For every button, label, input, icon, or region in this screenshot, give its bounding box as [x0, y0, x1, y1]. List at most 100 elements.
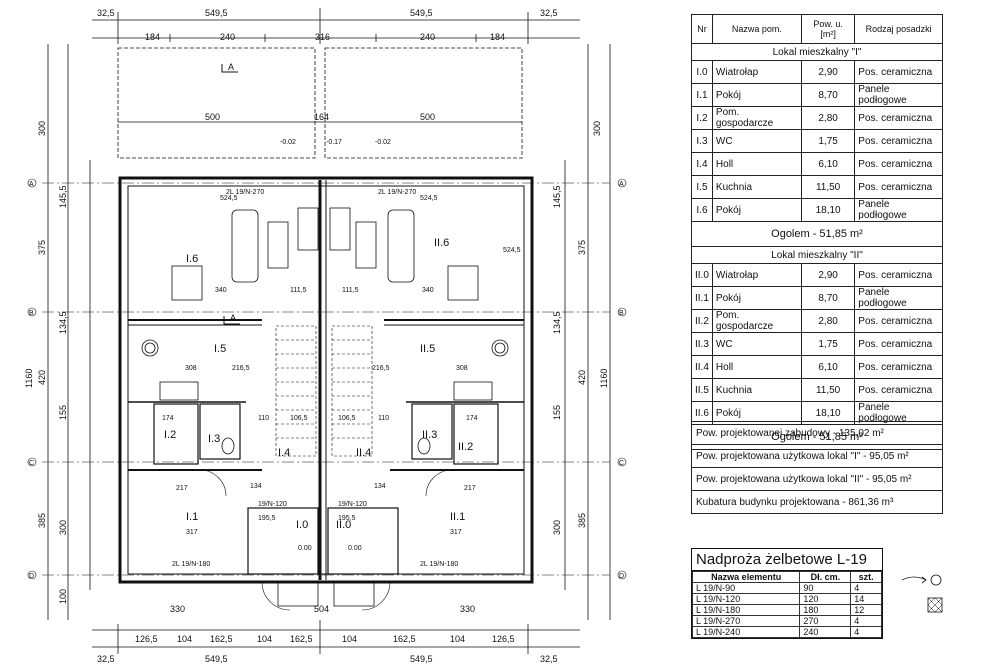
room-nr: II.0 — [691, 263, 713, 287]
ventilation-hatch-icon — [927, 597, 943, 613]
level-mark: 0.00 — [348, 545, 362, 552]
dim-right: 155 — [552, 405, 562, 420]
grid-mark: A — [619, 181, 624, 188]
summary-line: Pow. projektowana użytkowa lokal "I" - 9… — [691, 444, 943, 468]
room-floor: Pos. ceramiczna — [854, 106, 943, 130]
grid-mark: D — [29, 573, 34, 580]
room-area: 11,50 — [800, 378, 856, 402]
col-header: Nazwa elementu — [691, 571, 801, 583]
dim-interior: 216,5 — [232, 365, 250, 372]
dim-left: 300 — [37, 121, 47, 136]
lintel-label: 2L 19/N-270 — [226, 189, 264, 196]
lintel-label: 2L 19/N-180 — [172, 561, 210, 568]
dim-interior: 134 — [250, 483, 262, 490]
room-schedule-table: Nr Nazwa pom. Pow. u. [m²] Rodzaj posadz… — [691, 14, 943, 450]
room-label: I.0 — [296, 519, 308, 531]
room-nr: I.0 — [691, 60, 713, 84]
lintel-name: L 19/N-90 — [691, 582, 801, 594]
col-header: Pow. u. [m²] — [800, 14, 856, 44]
grid-mark: A — [29, 181, 34, 188]
col-header: Nazwa pom. — [711, 14, 802, 44]
room-nr: II.4 — [691, 355, 713, 379]
grid-mark: C — [29, 460, 34, 467]
dim-top-outer: 32,5 — [540, 8, 558, 18]
lintel-length: 120 — [799, 593, 852, 605]
dim-interior: 216,5 — [372, 365, 390, 372]
lintel-label: 2L 19/N-180 — [420, 561, 458, 568]
dim-interior: 524,5 — [503, 247, 521, 254]
dim-total-height-left: 1160 — [24, 369, 34, 388]
dim-right: 385 — [577, 513, 587, 528]
room-area: 2,90 — [800, 60, 856, 84]
dim-top-inner: 240 — [420, 32, 435, 42]
dim-interior: 217 — [176, 485, 188, 492]
section-marker: A A — [221, 62, 240, 325]
dim-right: 300 — [552, 520, 562, 535]
dim-right: 420 — [577, 370, 587, 385]
dim-interior: 195,5 — [338, 515, 356, 522]
dim-interior: 111,5 — [290, 287, 307, 294]
dim-bottom-outer: 32,5 — [97, 654, 115, 664]
room-area: 8,70 — [800, 83, 856, 107]
room-name: Wiatrołap — [711, 60, 802, 84]
room-floor: Panele podłogowe — [854, 198, 943, 222]
dim-top-outer: 549,5 — [410, 8, 433, 18]
lintel-name: L 19/N-120 — [691, 593, 801, 605]
dim-interior: 317 — [186, 529, 198, 536]
lintel-title: Nadproża żelbetowe L-19 — [692, 549, 882, 571]
room-label: II.4 — [356, 447, 371, 459]
dim-left: 134,5 — [58, 311, 68, 334]
dim-bottom-mid: 330 — [460, 604, 475, 614]
room-nr: I.1 — [691, 83, 713, 107]
room-floor: Pos. ceramiczna — [854, 263, 943, 287]
dim-bottom-inner: 104 — [177, 634, 192, 644]
dim-bottom-inner: 126,5 — [135, 634, 158, 644]
dim-left: 375 — [37, 240, 47, 255]
dim-top-inner: 316 — [315, 32, 330, 42]
room-floor: Pos. ceramiczna — [854, 129, 943, 153]
dim-interior: 106,5 — [290, 415, 308, 422]
dim-interior: 110 — [258, 415, 269, 422]
dim-interior: 340 — [422, 287, 434, 294]
dim-bottom-inner: 104 — [257, 634, 272, 644]
room-label: II.3 — [422, 429, 437, 441]
room-name: Holl — [711, 355, 802, 379]
room-area: 6,10 — [800, 152, 856, 176]
dim-right: 375 — [577, 240, 587, 255]
dim-right: 145,5 — [552, 185, 562, 208]
lintel-name: L 19/N-270 — [691, 615, 801, 627]
lintel-name: L 19/N-180 — [691, 604, 801, 616]
level-mark: -0.17 — [326, 139, 342, 146]
col-header: Nr — [691, 14, 713, 44]
dim-top-inner: 184 — [145, 32, 160, 42]
room-floor: Panele podłogowe — [854, 286, 943, 310]
dim-right: 134,5 — [552, 311, 562, 334]
dim-top-inner: 240 — [220, 32, 235, 42]
col-header: Rodzaj posadzki — [854, 14, 943, 44]
lintel-qty: 12 — [850, 604, 882, 616]
room-nr: I.2 — [691, 106, 713, 130]
dim-left: 155 — [58, 405, 68, 420]
summary-line: Pow. projektowana użytkowa lokal "II" - … — [691, 467, 943, 491]
dim-bottom-inner: 104 — [450, 634, 465, 644]
room-nr: II.2 — [691, 309, 713, 333]
dim-interior: 317 — [450, 529, 462, 536]
dim-interior: 111,5 — [342, 287, 359, 294]
section-title: Lokal mieszkalny "II" — [691, 246, 943, 264]
room-area: 1,75 — [800, 332, 856, 356]
floor-plan-drawing: 32,5 549,5 549,5 32,5 184 240 316 240 18… — [24, 8, 627, 664]
room-name: WC — [711, 129, 802, 153]
room-nr: I.5 — [691, 175, 713, 199]
room-label: II.2 — [458, 441, 473, 453]
room-label: II.6 — [434, 237, 449, 249]
lintel-length: 270 — [799, 615, 852, 627]
room-area: 1,75 — [800, 129, 856, 153]
lintel-label: 19/N-120 — [338, 501, 367, 508]
dim-bottom-inner: 126,5 — [492, 634, 515, 644]
dim-bottom-inner: 162,5 — [290, 634, 313, 644]
room-nr: I.6 — [691, 198, 713, 222]
room-nr: II.5 — [691, 378, 713, 402]
dim-top-outer: 549,5 — [205, 8, 228, 18]
room-label: I.4 — [278, 447, 290, 459]
